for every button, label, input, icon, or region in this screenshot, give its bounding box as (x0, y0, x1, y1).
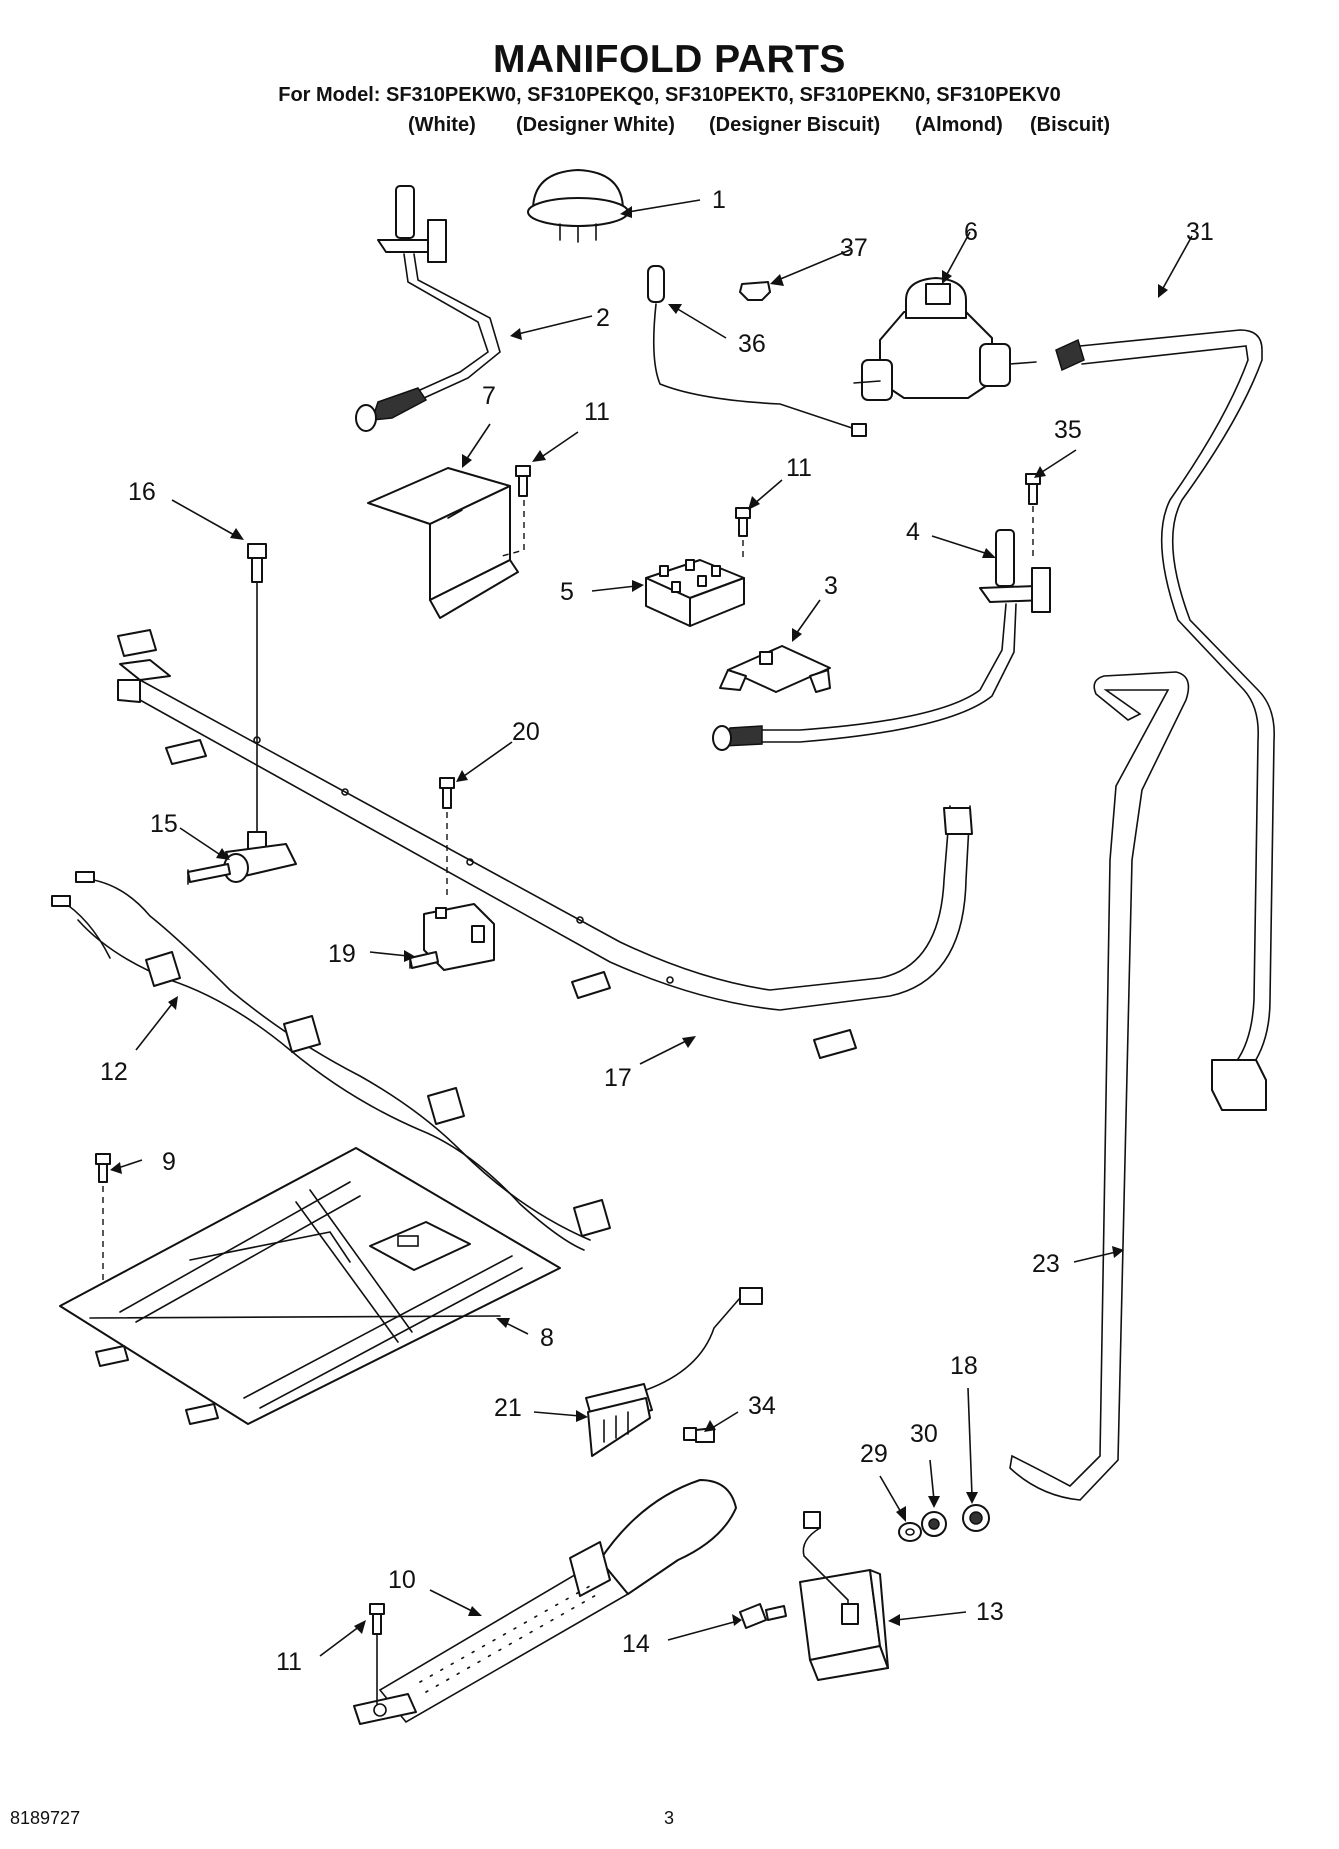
switch-bracket-part (719, 645, 831, 693)
callout-11-b: 11 (786, 454, 812, 482)
callout-1: 1 (712, 186, 726, 214)
callout-11-c: 11 (276, 1648, 302, 1676)
callout-14: 14 (622, 1630, 650, 1658)
callout-13: 13 (976, 1598, 1004, 1626)
callout-10: 10 (388, 1566, 416, 1594)
fitting-30-part (921, 1511, 947, 1537)
burner-valve-right-part (409, 903, 495, 971)
callout-3: 3 (824, 572, 838, 600)
callout-37: 37 (840, 234, 868, 262)
callout-35: 35 (1054, 416, 1082, 444)
color-label-white: (White) (408, 114, 476, 136)
leader-lines (110, 199, 1193, 1657)
callout-20: 20 (512, 718, 540, 746)
callout-19: 19 (328, 940, 356, 968)
callout-12: 12 (100, 1058, 128, 1086)
callout-17: 17 (604, 1064, 632, 1092)
screw-20-part (439, 777, 455, 900)
screw-11-middle-part (735, 507, 751, 558)
igniter-part (585, 1287, 763, 1457)
callout-4: 4 (906, 518, 920, 546)
screw-11-upper-part (501, 465, 531, 557)
spark-electrode-part (647, 265, 867, 437)
wire-harness-part (51, 871, 611, 1251)
color-label-biscuit: (Biscuit) (1030, 114, 1110, 136)
oven-burner-part (353, 1479, 737, 1725)
pressure-regulator-part (853, 277, 1037, 401)
callout-8: 8 (540, 1324, 554, 1352)
callout-16: 16 (128, 478, 156, 506)
callout-34: 34 (748, 1392, 776, 1420)
callout-numbers: 1 37 6 31 2 36 7 11 16 11 35 4 5 3 20 15… (100, 186, 1214, 1676)
manifold-pipe-part (117, 629, 973, 1059)
callout-15: 15 (150, 810, 178, 838)
callout-6: 6 (964, 218, 978, 246)
fitting-18-part (962, 1504, 990, 1532)
color-label-designer-white: (Designer White) (516, 114, 675, 136)
callout-18: 18 (950, 1352, 978, 1380)
callout-21: 21 (494, 1394, 522, 1422)
burner-valve-left-part (187, 831, 297, 885)
gas-supply-tube-part (1055, 329, 1275, 1111)
callout-30: 30 (910, 1420, 938, 1448)
oven-bracket-part (799, 1511, 889, 1681)
orifice-29-part (898, 1522, 922, 1542)
burner-tube-right-part (712, 529, 1051, 751)
callout-23: 23 (1032, 1250, 1060, 1278)
rear-burner-tube-part (1009, 671, 1190, 1501)
callout-36: 36 (738, 330, 766, 358)
burner-base-plate-part (59, 1147, 561, 1425)
color-label-almond: (Almond) (915, 114, 1003, 136)
grommet-part (739, 281, 771, 301)
page-number: 3 (664, 1808, 675, 1828)
callout-2: 2 (596, 304, 610, 332)
screw-16-part (247, 543, 267, 833)
screw-35-part (1025, 473, 1041, 560)
callout-11-a: 11 (584, 398, 610, 426)
callout-7: 7 (482, 382, 496, 410)
burner-tube-left-part (355, 185, 501, 432)
heat-shield-part (367, 467, 519, 619)
page-title: MANIFOLD PARTS (493, 38, 846, 81)
screw-11-lower-part (369, 1603, 385, 1705)
model-list: For Model: SF310PEKW0, SF310PEKQ0, SF310… (278, 84, 1061, 106)
callout-5: 5 (560, 578, 574, 606)
igniter-switch-part (645, 559, 745, 627)
callout-9: 9 (162, 1148, 176, 1176)
document-number: 8189727 (10, 1808, 81, 1828)
callout-29: 29 (860, 1440, 888, 1468)
color-label-designer-biscuit: (Designer Biscuit) (709, 114, 881, 136)
callout-31: 31 (1186, 218, 1214, 246)
burner-cap-part (527, 169, 629, 243)
screw-14-part (739, 1603, 787, 1629)
screw-9-part (95, 1153, 111, 1300)
